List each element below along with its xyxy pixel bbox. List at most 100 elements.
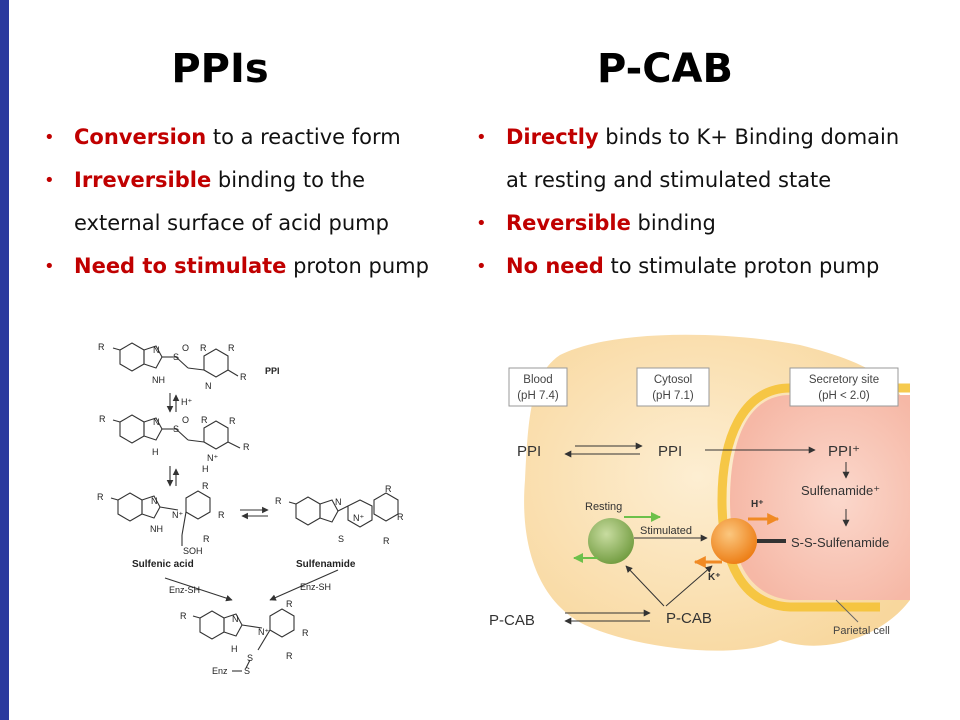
r2-atom: R bbox=[383, 536, 390, 546]
ppi-chem-label: PPI bbox=[265, 366, 280, 376]
parietal-cell-body bbox=[524, 334, 910, 651]
pcab-blood-label: P-CAB bbox=[489, 612, 535, 629]
r1-atom: R bbox=[180, 611, 187, 621]
ppis-title: PPIs bbox=[171, 46, 269, 92]
bullet-text: binding to the bbox=[211, 168, 366, 192]
bullet-text: binds to K+ Binding domain bbox=[598, 125, 900, 149]
nh-atom: NH bbox=[152, 375, 165, 385]
bullet-text: binding bbox=[630, 211, 716, 235]
r4-atom: R bbox=[243, 442, 250, 452]
svg-text:(pH < 2.0): (pH < 2.0) bbox=[818, 390, 870, 402]
enz-label: Enz bbox=[212, 666, 228, 676]
bullet-text: to stimulate proton pump bbox=[603, 254, 880, 278]
ppis-bullet-3: Need to stimulate proton pump bbox=[42, 245, 462, 288]
protonated-ppi-structure bbox=[112, 414, 241, 450]
n-atom: N bbox=[232, 614, 239, 624]
r1-atom: R bbox=[98, 342, 105, 352]
enzyme-bound-structure bbox=[192, 608, 295, 672]
ppi-plus-label: PPI⁺ bbox=[828, 443, 860, 460]
r1-atom: R bbox=[97, 492, 104, 502]
ppi-blood-label: PPI bbox=[517, 443, 541, 460]
bullet-keyword: Directly bbox=[506, 125, 599, 149]
n-plus-atom: N⁺ bbox=[258, 627, 269, 637]
resting-pump bbox=[588, 518, 634, 564]
parietal-cell-label: Parietal cell bbox=[833, 625, 890, 637]
r2-atom: R bbox=[203, 534, 210, 544]
bullet-keyword: Irreversible bbox=[74, 168, 212, 192]
pcab-title: P-CAB bbox=[596, 46, 733, 92]
ppis-bullet-list: Conversion to a reactive form Irreversib… bbox=[42, 116, 462, 288]
n-plus-atom: N⁺ bbox=[353, 513, 364, 523]
o-atom: O bbox=[182, 343, 189, 353]
r4-atom: R bbox=[385, 484, 392, 494]
pcab-bullet-list: Directly binds to K+ Binding domain at r… bbox=[474, 116, 954, 288]
n-plus-atom: N⁺ bbox=[207, 453, 218, 463]
r2-atom: R bbox=[201, 415, 208, 425]
secretory-canaliculus bbox=[730, 395, 910, 600]
o-atom: O bbox=[182, 415, 189, 425]
n-atom: N bbox=[205, 381, 212, 391]
resting-label: Resting bbox=[585, 501, 622, 513]
sulfenic-acid-label: Sulfenic acid bbox=[132, 559, 194, 570]
h-atom: H bbox=[152, 447, 159, 457]
ppi-structure bbox=[112, 342, 239, 378]
r4-atom: R bbox=[240, 372, 247, 382]
bullet-text: to a reactive form bbox=[206, 125, 401, 149]
sulfenic-acid-structure bbox=[110, 490, 211, 546]
stimulated-label: Stimulated bbox=[640, 525, 692, 537]
s-atom: S bbox=[247, 653, 253, 663]
pcab-bullet-3: No need to stimulate proton pump bbox=[474, 245, 954, 288]
stimulated-pump bbox=[711, 518, 757, 564]
n-atom: N bbox=[153, 345, 160, 355]
n-atom: N bbox=[151, 496, 158, 506]
r4-atom: R bbox=[202, 481, 209, 491]
s-atom: S bbox=[244, 666, 250, 676]
r3-atom: R bbox=[228, 343, 235, 353]
enz-sh-label: Enz-SH bbox=[300, 582, 331, 592]
svg-text:(pH 7.1): (pH 7.1) bbox=[652, 390, 694, 402]
n-atom: N bbox=[335, 497, 342, 507]
sulfenamide-structure bbox=[288, 492, 399, 528]
sulfenamide-label: Sulfenamide bbox=[296, 559, 356, 570]
bullet-text: proton pump bbox=[286, 254, 429, 278]
h-plus-ion-label: H⁺ bbox=[751, 499, 764, 510]
svg-text:Blood: Blood bbox=[523, 374, 552, 386]
s-atom: S bbox=[173, 424, 179, 434]
s-atom: S bbox=[338, 534, 344, 544]
pcab-bullet-1-continued: at resting and stimulated state bbox=[474, 159, 954, 202]
r2-atom: R bbox=[200, 343, 207, 353]
soh-group: SOH bbox=[183, 546, 203, 556]
blood-compartment-label: Blood (pH 7.4) bbox=[508, 367, 568, 407]
left-accent-bar bbox=[0, 0, 9, 720]
r1-atom: R bbox=[275, 496, 282, 506]
ppi-cytosol-label: PPI bbox=[658, 443, 682, 460]
bullet-keyword: Conversion bbox=[74, 125, 207, 149]
ss-sulfenamide-label: S-S-Sulfenamide bbox=[791, 535, 889, 550]
r3-atom: R bbox=[218, 510, 225, 520]
n-plus-atom: N⁺ bbox=[172, 510, 183, 520]
r1-atom: R bbox=[99, 414, 106, 424]
bullet-text: external surface of acid pump bbox=[74, 211, 389, 235]
bullet-keyword: Reversible bbox=[506, 211, 631, 235]
r3-atom: R bbox=[229, 416, 236, 426]
svg-text:Cytosol: Cytosol bbox=[654, 374, 692, 386]
secretory-site-label: Secretory site (pH < 2.0) bbox=[789, 367, 899, 407]
n-atom: N bbox=[153, 417, 160, 427]
ppis-bullet-1: Conversion to a reactive form bbox=[42, 116, 462, 159]
svg-text:Secretory site: Secretory site bbox=[809, 374, 879, 386]
pcab-cytosol-label: P-CAB bbox=[666, 610, 712, 627]
h-atom: H bbox=[231, 644, 238, 654]
r4-atom: R bbox=[286, 599, 293, 609]
r2-atom: R bbox=[286, 651, 293, 661]
bullet-keyword: No need bbox=[506, 254, 604, 278]
pcab-bullet-1: Directly binds to K+ Binding domain bbox=[474, 116, 954, 159]
pcab-bullet-2: Reversible binding bbox=[474, 202, 954, 245]
s-atom: S bbox=[173, 352, 179, 362]
sulfenamide-plus-label: Sulfenamide⁺ bbox=[801, 483, 880, 498]
cytosol-compartment-label: Cytosol (pH 7.1) bbox=[636, 367, 710, 407]
h-plus-label: H⁺ bbox=[181, 397, 192, 407]
ppis-bullet-2: Irreversible binding to the bbox=[42, 159, 462, 202]
k-plus-ion-label: K⁺ bbox=[708, 572, 721, 583]
